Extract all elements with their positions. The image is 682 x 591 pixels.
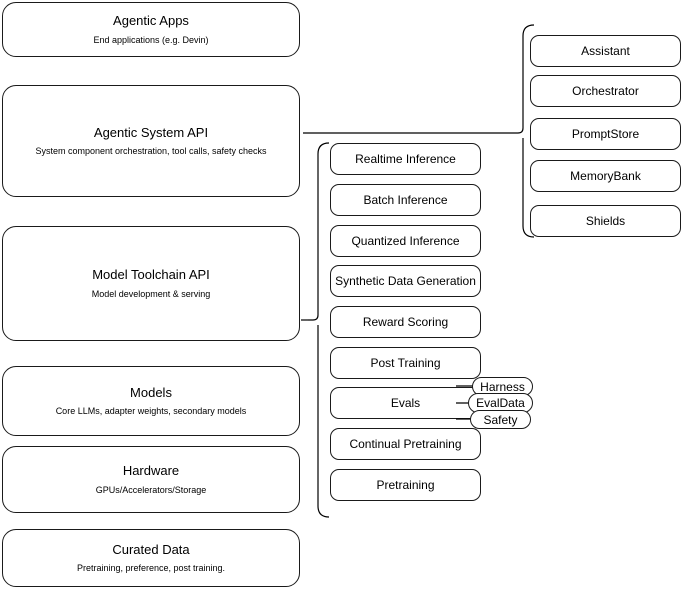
capability-label: Synthetic Data Generation bbox=[335, 273, 476, 288]
evals-badge-label: EvalData bbox=[476, 396, 525, 410]
capability-quantized-inference[interactable]: Quantized Inference bbox=[330, 225, 481, 257]
agentic-component-shields[interactable]: Shields bbox=[530, 205, 681, 237]
stack-layer-subtitle: End applications (e.g. Devin) bbox=[93, 34, 209, 45]
capability-label: Reward Scoring bbox=[362, 314, 449, 329]
capability-label: Batch Inference bbox=[363, 192, 448, 207]
stack-layer-subtitle: Pretraining, preference, post training. bbox=[76, 563, 226, 573]
stack-layer-title: Hardware bbox=[122, 463, 180, 479]
capability-post-training[interactable]: Post Training bbox=[330, 347, 481, 379]
agentic-component-label: Shields bbox=[585, 213, 626, 228]
capability-realtime-inference[interactable]: Realtime Inference bbox=[330, 143, 481, 175]
stack-layer-hardware[interactable]: Hardware GPUs/Accelerators/Storage bbox=[2, 446, 300, 513]
agentic-component-label: Orchestrator bbox=[572, 83, 639, 98]
stack-layer-subtitle: System component orchestration, tool cal… bbox=[35, 146, 267, 156]
stack-layer-models[interactable]: Models Core LLMs, adapter weights, secon… bbox=[2, 366, 300, 436]
stack-layer-title: Agentic Apps bbox=[113, 13, 189, 29]
capability-label: Pretraining bbox=[376, 477, 435, 492]
stack-layer-title: Model Toolchain API bbox=[92, 267, 210, 283]
capability-label: Evals bbox=[390, 395, 421, 410]
capability-synthetic-data-generation[interactable]: Synthetic Data Generation bbox=[330, 265, 481, 297]
stack-layer-title: Curated Data bbox=[112, 541, 190, 557]
agentic-component-label: MemoryBank bbox=[570, 168, 641, 183]
capability-pretraining[interactable]: Pretraining bbox=[330, 469, 481, 501]
capability-label: Continual Pretraining bbox=[349, 436, 462, 451]
capability-reward-scoring[interactable]: Reward Scoring bbox=[330, 306, 481, 338]
capability-label: Post Training bbox=[370, 355, 441, 370]
stack-layer-curated-data[interactable]: Curated Data Pretraining, preference, po… bbox=[2, 529, 300, 587]
agentic-component-promptstore[interactable]: PromptStore bbox=[530, 118, 681, 150]
stack-layer-agentic-system-api[interactable]: Agentic System API System component orch… bbox=[2, 85, 300, 197]
capability-label: Realtime Inference bbox=[355, 151, 456, 166]
evals-badge-safety[interactable]: Safety bbox=[470, 410, 531, 429]
brace-toolchain-capabilities bbox=[308, 142, 330, 518]
capability-batch-inference[interactable]: Batch Inference bbox=[330, 184, 481, 216]
agentic-component-assistant[interactable]: Assistant bbox=[530, 35, 681, 67]
evals-badge-label: Safety bbox=[483, 412, 518, 427]
stack-layer-agentic-apps[interactable]: Agentic Apps End applications (e.g. Devi… bbox=[2, 2, 300, 57]
stack-layer-model-toolchain-api[interactable]: Model Toolchain API Model development & … bbox=[2, 226, 300, 341]
stack-layer-subtitle: GPUs/Accelerators/Storage bbox=[95, 484, 207, 495]
capability-continual-pretraining[interactable]: Continual Pretraining bbox=[330, 428, 481, 460]
agentic-component-label: Assistant bbox=[581, 43, 630, 58]
stack-layer-subtitle: Model development & serving bbox=[91, 288, 211, 299]
stack-layer-title: Models bbox=[130, 384, 172, 400]
evals-badge-harness[interactable]: Harness bbox=[472, 377, 533, 396]
agentic-component-memorybank[interactable]: MemoryBank bbox=[530, 160, 681, 192]
capability-evals[interactable]: Evals bbox=[330, 387, 481, 419]
agentic-component-orchestrator[interactable]: Orchestrator bbox=[530, 75, 681, 107]
stack-layer-title: Agentic System API bbox=[93, 124, 209, 140]
evals-badge-label: Harness bbox=[480, 379, 525, 394]
stack-layer-subtitle: Core LLMs, adapter weights, secondary mo… bbox=[55, 406, 247, 416]
agentic-component-label: PromptStore bbox=[571, 126, 640, 141]
capability-label: Quantized Inference bbox=[351, 233, 460, 248]
